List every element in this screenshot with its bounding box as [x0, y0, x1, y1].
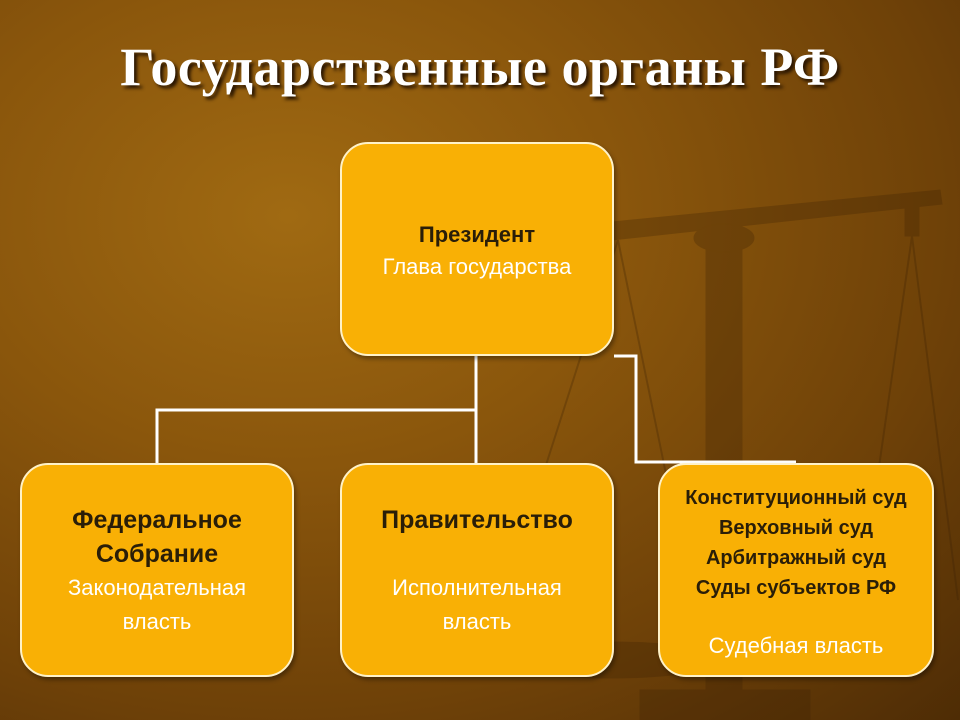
- government-box: Правительство Исполнительная власть: [340, 463, 614, 677]
- federal-assembly-box: Федеральное Собрание Законодательная вла…: [20, 463, 294, 677]
- federal-assembly-role-line-1: Законодательная: [67, 575, 247, 600]
- court-item-regional: Суды субъектов РФ: [695, 577, 897, 599]
- court-item-constitutional: Конституционный суд: [685, 487, 907, 509]
- court-item-supreme: Верховный суд: [718, 517, 874, 539]
- president-role: Глава государства: [382, 254, 572, 279]
- federal-assembly-role-line-2: власть: [122, 609, 192, 634]
- page-title: Государственные органы РФ: [120, 37, 840, 97]
- government-role-line-1: Исполнительная: [392, 575, 562, 600]
- connector-president-to-federal-assembly: [155, 356, 478, 463]
- government-role-line-2: власть: [442, 609, 512, 634]
- president-name: Президент: [418, 222, 536, 247]
- judiciary-box: Конституционный суд Верховный суд Арбитр…: [658, 463, 934, 677]
- connector-president-to-courts: [614, 354, 796, 464]
- federal-assembly-name-line-2: Собрание: [95, 540, 219, 568]
- court-item-arbitration: Арбитражный суд: [705, 547, 887, 569]
- judiciary-role: Судебная власть: [708, 633, 884, 658]
- federal-assembly-name-line-1: Федеральное: [72, 506, 242, 534]
- president-box: Президент Глава государства: [340, 142, 614, 356]
- government-name: Правительство: [381, 506, 573, 534]
